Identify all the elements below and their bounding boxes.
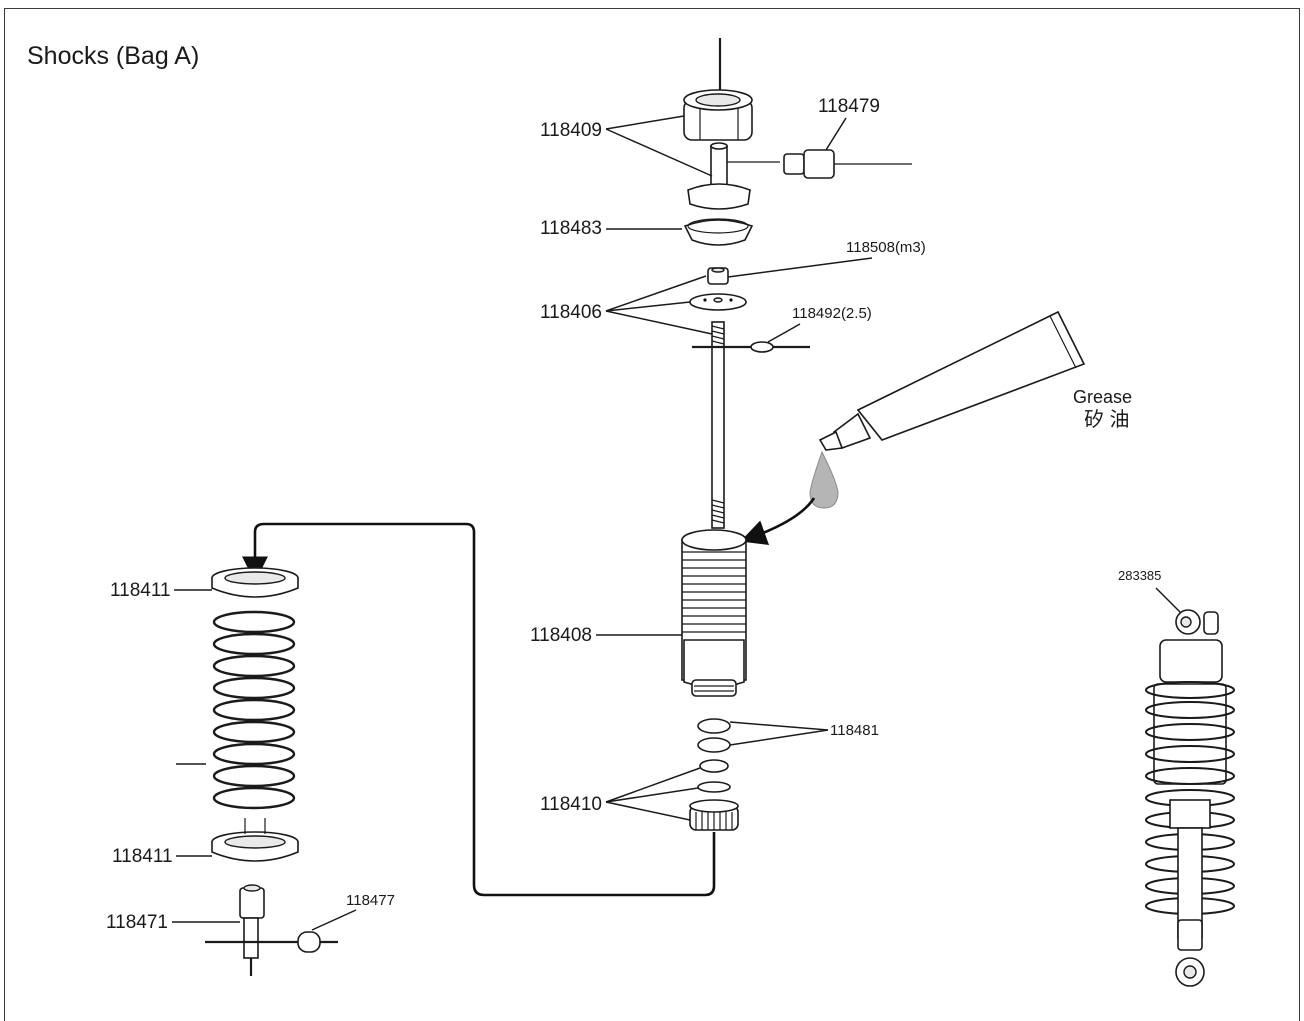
part-label-118410: 118410 xyxy=(540,794,602,815)
leader-118406-a xyxy=(605,275,707,312)
leader-283385 xyxy=(1155,587,1181,613)
grease-label-en: Grease xyxy=(1073,387,1132,407)
leader-118406-c xyxy=(605,310,713,335)
diagram-frame xyxy=(4,8,1300,1021)
part-label-118492: 118492(2.5) xyxy=(792,305,872,322)
part-label-118477: 118477 xyxy=(346,892,395,909)
lower-cap-part xyxy=(689,759,739,831)
leader-118508 xyxy=(727,257,873,278)
bleed-fitting-part xyxy=(783,149,912,179)
oil-drop-icon xyxy=(809,450,839,509)
piston-part xyxy=(689,293,747,311)
oring-part xyxy=(697,737,731,753)
locknut-part xyxy=(707,267,729,285)
leader-118481-b xyxy=(729,729,829,746)
oring-part xyxy=(697,718,731,734)
grease-tube-icon xyxy=(818,310,1086,451)
page-title: Shocks (Bag A) xyxy=(27,42,199,70)
leader-118409-b xyxy=(605,128,713,177)
arrow-icon xyxy=(740,497,816,545)
part-label-283385: 283385 xyxy=(1118,568,1161,583)
part-label-118411-top: 118411 xyxy=(110,580,171,601)
assembly-route-arrow xyxy=(242,522,716,897)
leader-118481-a xyxy=(729,721,829,731)
leader-118492 xyxy=(767,323,801,343)
eclip-part xyxy=(750,341,774,353)
part-label-118408: 118408 xyxy=(530,625,592,646)
part-label-118411-bottom: 118411 xyxy=(112,846,173,867)
shock-shaft-part xyxy=(711,321,725,529)
leader-118410-c xyxy=(605,801,691,821)
leader-118406-b xyxy=(605,301,691,312)
assembled-shock-image xyxy=(1145,609,1235,987)
rod-end-part xyxy=(239,884,265,959)
spring-part xyxy=(212,610,296,810)
shock-cap-part xyxy=(683,89,753,141)
lower-spring-cup-part xyxy=(211,818,299,862)
part-label-118483: 118483 xyxy=(540,218,602,239)
bladder-part xyxy=(683,218,754,246)
ball-stud-part xyxy=(297,931,321,953)
part-label-118508: 118508(m3) xyxy=(846,239,926,256)
leader-118410-b xyxy=(605,787,699,803)
part-label-118479: 118479 xyxy=(818,96,880,117)
part-label-118471: 118471 xyxy=(106,912,168,933)
leader-118410-a xyxy=(605,767,701,803)
upper-spring-cup-part xyxy=(211,567,299,598)
cap-stem-part xyxy=(687,142,751,210)
part-label-118409: 118409 xyxy=(540,120,602,141)
leader-118409-a xyxy=(605,115,685,130)
part-label-118406: 118406 xyxy=(540,302,602,323)
part-label-118481: 118481 xyxy=(830,722,879,739)
leader-118477 xyxy=(311,909,357,931)
grease-label-cn: 矽 油 xyxy=(1084,408,1130,431)
shock-body-part xyxy=(681,529,747,697)
leader-118479 xyxy=(825,117,847,151)
